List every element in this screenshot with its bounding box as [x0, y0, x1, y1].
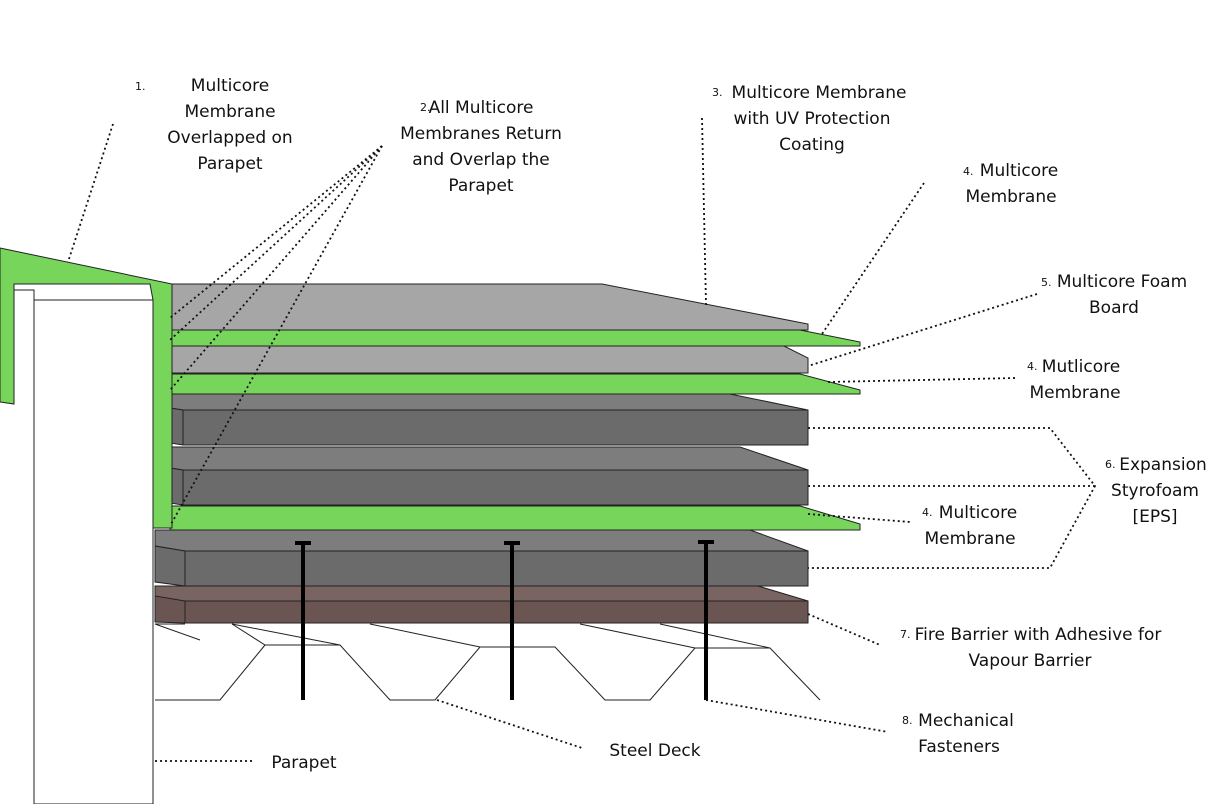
- label-4c: 4. Multicore Membrane: [922, 503, 1017, 549]
- label-parapet-text: Parapet: [271, 753, 337, 773]
- label-8-line-1: Mechanical: [918, 711, 1014, 731]
- label-5-line-1: Multicore Foam: [1057, 272, 1187, 292]
- label-6-line-3: [EPS]: [1132, 507, 1177, 527]
- label-4b-line-2: Membrane: [1029, 383, 1120, 403]
- label-4b: 4. Mutlicore Membrane: [1027, 357, 1121, 403]
- uv-coated-membrane-layer: [169, 283, 809, 331]
- label-3: 3. Multicore Membrane with UV Protection…: [712, 83, 906, 155]
- styrofoam-layer-1: [169, 393, 809, 446]
- label-3-line-3: Coating: [779, 135, 845, 155]
- label-7-line-2: Vapour Barrier: [968, 651, 1091, 671]
- label-parapet: Parapet: [271, 753, 337, 773]
- label-1: 1. Multicore Membrane Overlapped on Para…: [135, 76, 293, 174]
- parapet-wall: [33, 299, 154, 804]
- label-7-line-1: Fire Barrier with Adhesive for: [915, 625, 1162, 645]
- label-5: 5. Multicore Foam Board: [1041, 272, 1187, 318]
- label-4a-line-2: Membrane: [965, 187, 1056, 207]
- steel-deck: [154, 623, 821, 701]
- label-2: 2. All Multicore Membranes Return and Ov…: [400, 98, 562, 196]
- label-2-line-3: and Overlap the: [412, 150, 550, 170]
- leader-lines: [67, 117, 1097, 762]
- label-3-number: 3.: [712, 86, 723, 99]
- membrane-layer-2: [169, 373, 861, 395]
- label-4c-line-1: Multicore: [939, 503, 1017, 523]
- label-5-number: 5.: [1041, 276, 1052, 289]
- label-4a-line-1: Multicore: [980, 161, 1058, 181]
- styrofoam-layer-3: [154, 529, 809, 587]
- label-8-number: 8.: [902, 714, 913, 727]
- label-5-line-2: Board: [1089, 298, 1139, 318]
- label-4c-number: 4.: [922, 506, 933, 519]
- label-steel-deck: Steel Deck: [609, 741, 700, 761]
- label-steel-deck-text: Steel Deck: [609, 741, 700, 761]
- label-7: 7. Fire Barrier with Adhesive for Vapour…: [900, 625, 1161, 671]
- membrane-layer-3: [169, 505, 861, 531]
- label-2-number: 2.: [420, 101, 431, 114]
- membrane-layer-1: [169, 329, 861, 347]
- label-2-line-4: Parapet: [448, 176, 514, 196]
- label-6-line-1: Expansion: [1119, 455, 1207, 475]
- fire-barrier-layer: [154, 585, 809, 624]
- label-2-line-1: All Multicore: [429, 98, 534, 118]
- label-4b-line-1: Mutlicore: [1042, 357, 1120, 377]
- label-8: 8. Mechanical Fasteners: [902, 711, 1014, 757]
- label-6-line-2: Styrofoam: [1111, 481, 1199, 501]
- foam-board-layer: [169, 343, 809, 374]
- label-4b-number: 4.: [1027, 360, 1038, 373]
- label-6-number: 6.: [1105, 458, 1116, 471]
- label-4a: 4. Multicore Membrane: [963, 161, 1058, 207]
- label-1-number: 1.: [135, 80, 146, 93]
- label-7-number: 7.: [900, 628, 911, 641]
- parapet-membrane-cap: [0, 247, 173, 529]
- mechanical-fasteners: [295, 540, 714, 700]
- label-2-line-2: Membranes Return: [400, 124, 562, 144]
- styrofoam-layer-2: [169, 446, 809, 506]
- label-8-line-2: Fasteners: [918, 737, 1000, 757]
- label-1-line-4: Parapet: [197, 154, 263, 174]
- label-1-line-1: Multicore: [191, 76, 269, 96]
- label-3-line-1: Multicore Membrane: [732, 83, 907, 103]
- label-6: 6. Expansion Styrofoam [EPS]: [1105, 455, 1207, 527]
- label-3-line-2: with UV Protection: [734, 109, 891, 129]
- label-1-line-2: Membrane: [184, 102, 275, 122]
- label-4a-number: 4.: [963, 165, 974, 178]
- label-4c-line-2: Membrane: [924, 529, 1015, 549]
- label-1-line-3: Overlapped on: [167, 128, 292, 148]
